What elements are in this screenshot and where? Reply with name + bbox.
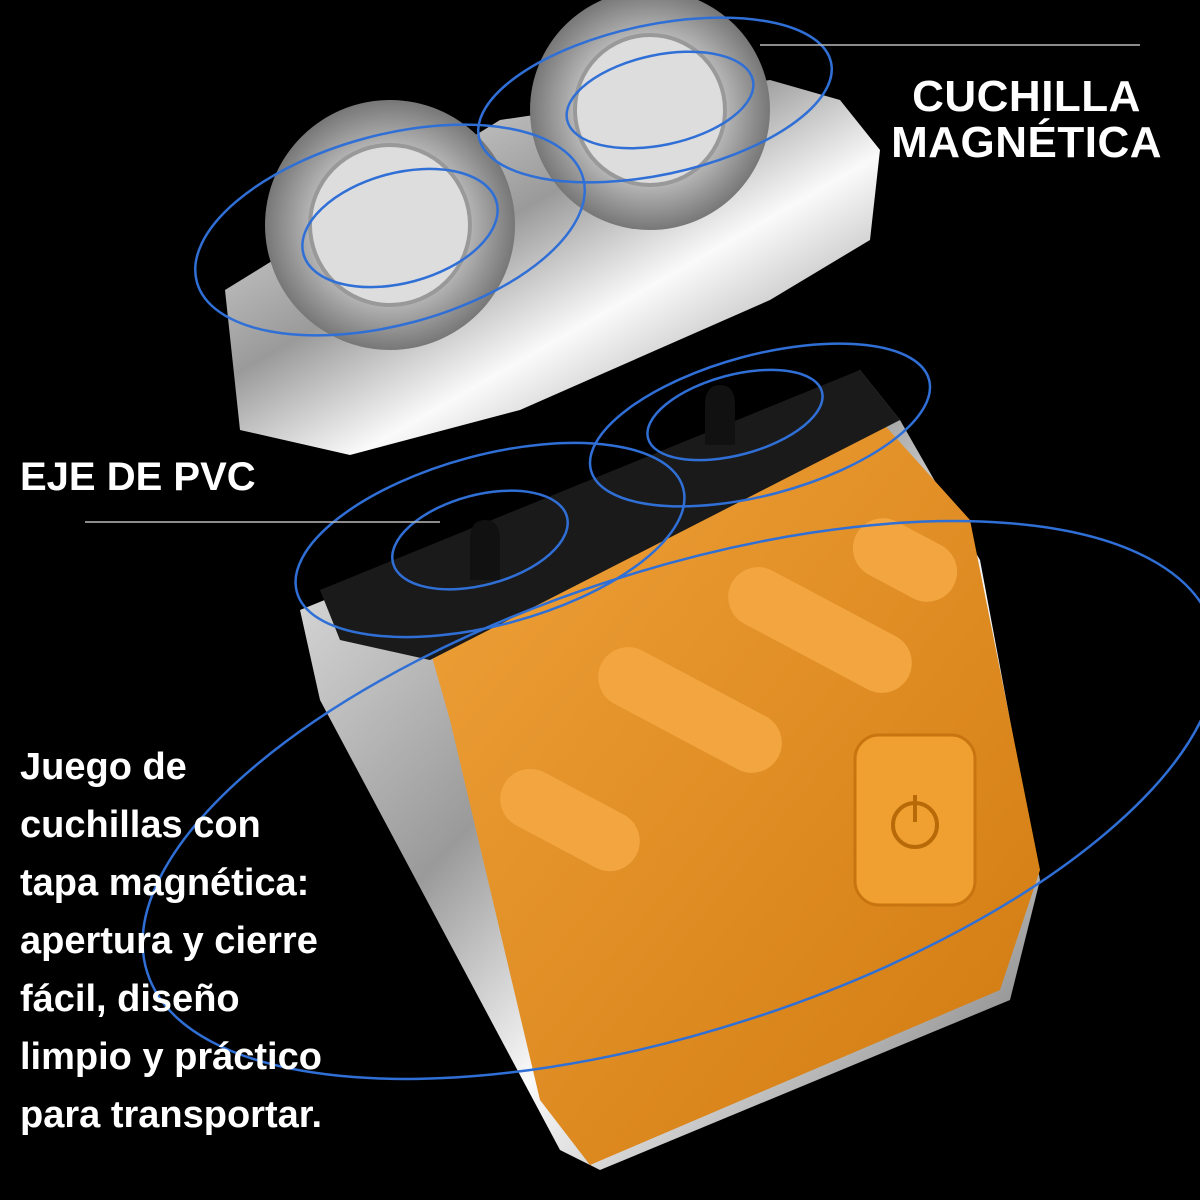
magnetic-blade-line: MAGNÉTICA (891, 118, 1162, 167)
description-line: Juego de (20, 746, 187, 788)
shaver-body (300, 370, 1040, 1170)
pvc-shaft-label: EJE DE PVC (20, 455, 256, 499)
highlight-rings (141, 16, 1200, 1081)
magnetic-blade-label: CUCHILLA MAGNÉTICA (891, 74, 1162, 166)
blade-head (225, 0, 880, 455)
magnetic-blade-line: CUCHILLA (912, 72, 1141, 121)
description-line: tapa magnética: (20, 862, 310, 904)
description-line: para transportar. (20, 1094, 322, 1136)
description-line: cuchillas con (20, 804, 261, 846)
description-line: apertura y cierre (20, 920, 318, 962)
description-text: Juego de cuchillas con tapa magnética: a… (20, 738, 322, 1144)
description-line: fácil, diseño (20, 978, 240, 1020)
pvc-shaft-left (470, 520, 500, 580)
description-line: limpio y práctico (20, 1036, 322, 1078)
pvc-shaft-right (705, 385, 735, 445)
